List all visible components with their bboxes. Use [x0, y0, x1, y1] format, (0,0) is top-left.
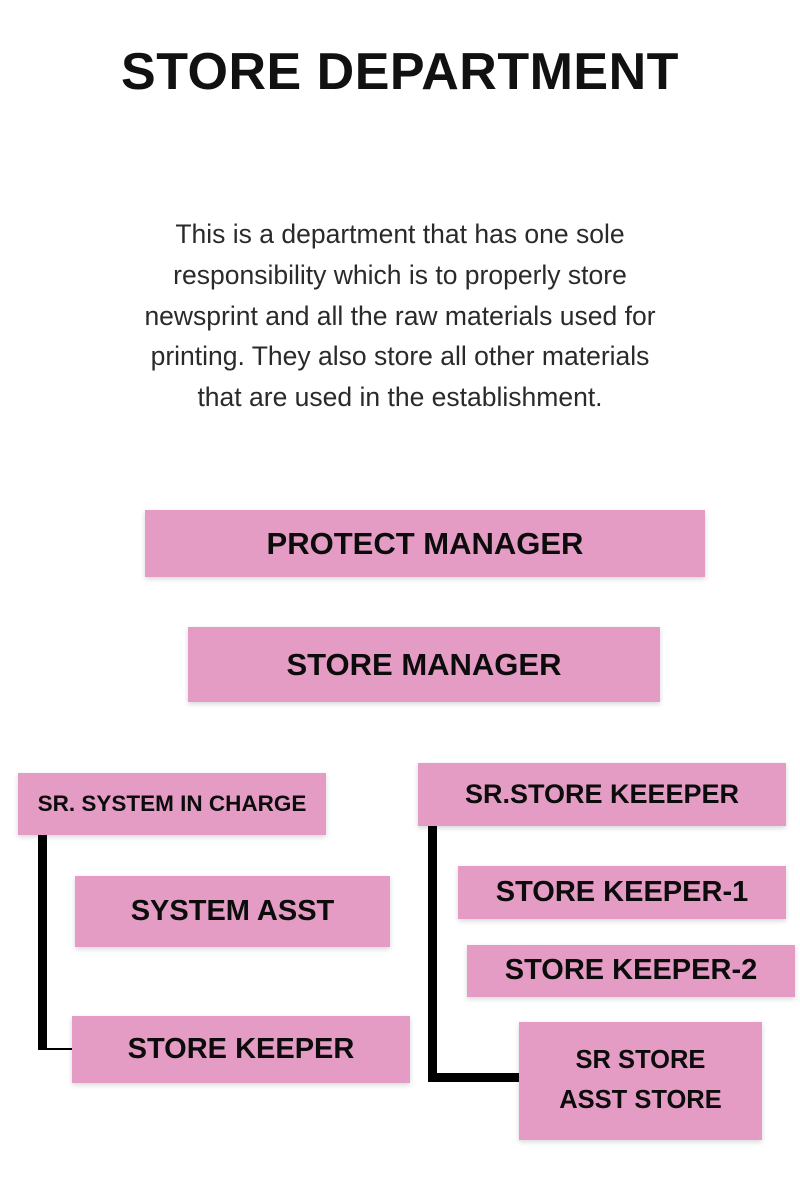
connector-left-vertical: [38, 835, 47, 1050]
org-node-sr-store-asst-store[interactable]: SR STORE ASST STORE: [519, 1022, 762, 1140]
org-node-label: STORE KEEPER: [127, 1032, 355, 1065]
org-node-label: SYSTEM ASST: [130, 894, 335, 927]
org-node-label: SR.STORE KEEEPER: [464, 779, 740, 810]
org-node-store-manager[interactable]: STORE MANAGER: [188, 627, 660, 702]
org-node-store-keeper-1[interactable]: STORE KEEPER-1: [458, 866, 786, 919]
org-node-label: SR. SYSTEM IN CHARGE: [37, 791, 307, 817]
org-node-label: STORE MANAGER: [286, 646, 562, 682]
page-title: STORE DEPARTMENT: [121, 43, 679, 101]
org-node-system-asst[interactable]: SYSTEM ASST: [75, 876, 390, 947]
org-node-protect-manager[interactable]: PROTECT MANAGER: [145, 510, 705, 577]
department-description: This is a department that has one sole r…: [144, 219, 656, 413]
org-node-label: STORE KEEPER-1: [495, 875, 749, 908]
org-node-label: SR STORE ASST STORE: [559, 1046, 722, 1114]
org-node-store-keeper-2[interactable]: STORE KEEPER-2: [467, 945, 795, 997]
connector-right-to-sr-store-asst: [428, 1073, 521, 1082]
org-node-store-keeper[interactable]: STORE KEEPER: [72, 1016, 410, 1083]
org-node-sr-system-in-charge[interactable]: SR. SYSTEM IN CHARGE: [18, 773, 326, 835]
org-node-label: PROTECT MANAGER: [266, 525, 584, 561]
org-node-label: STORE KEEPER-2: [504, 954, 758, 987]
org-node-sr-store-keeeper[interactable]: SR.STORE KEEEPER: [418, 763, 786, 826]
connector-right-vertical: [428, 825, 437, 1082]
connector-left-to-store-keeper: [47, 1048, 74, 1050]
